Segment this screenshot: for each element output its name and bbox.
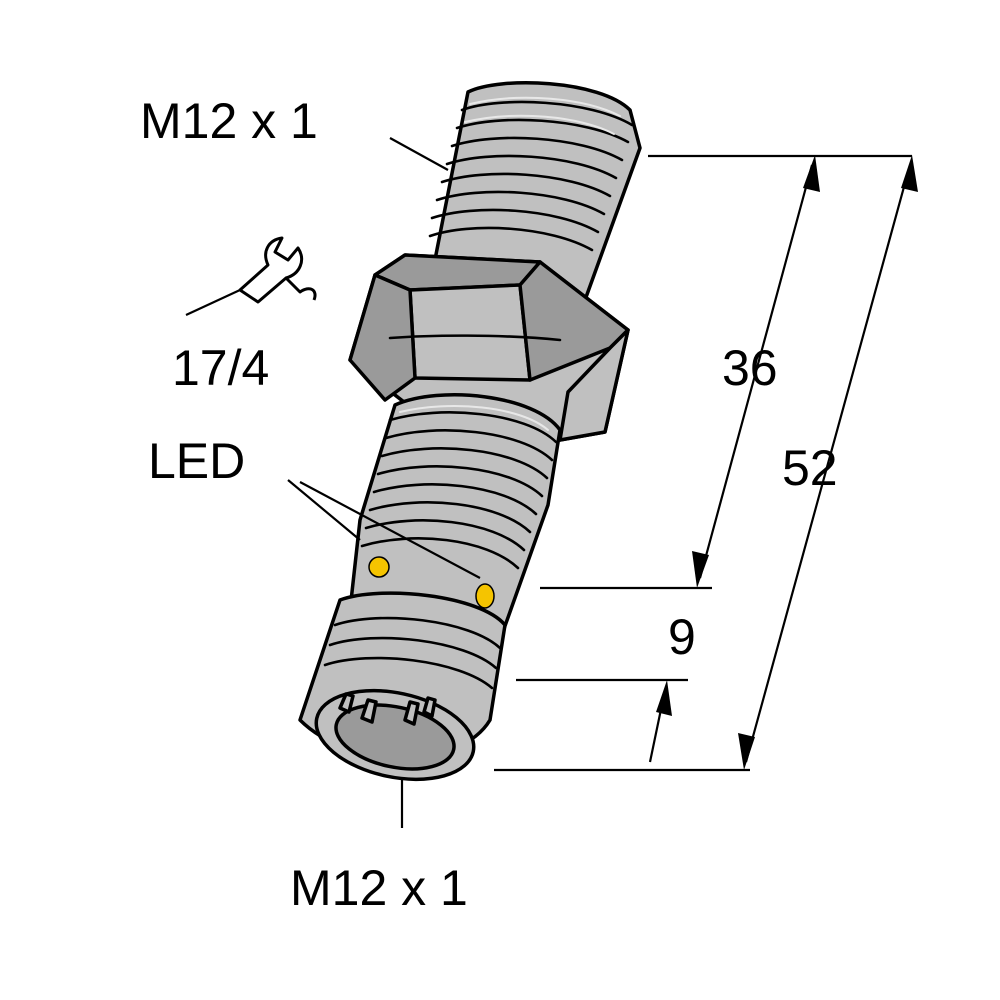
top-thread-label: M12 x 1 bbox=[140, 93, 318, 149]
led-indicator-left bbox=[368, 556, 390, 578]
bottom-thread-label: M12 x 1 bbox=[290, 860, 468, 916]
led-label: LED bbox=[148, 433, 245, 489]
hex-nut bbox=[348, 253, 630, 442]
upper-thread-barrel bbox=[428, 81, 642, 310]
connector-pins bbox=[338, 692, 437, 726]
dimension-36-label: 36 bbox=[722, 340, 778, 396]
connector bbox=[298, 591, 507, 782]
sensor-body bbox=[298, 81, 642, 782]
led-indicator-right bbox=[475, 583, 495, 609]
leader-lines bbox=[185, 137, 481, 828]
wrench-icon bbox=[238, 236, 317, 304]
dimension-52-label: 52 bbox=[782, 440, 838, 496]
dimension-9-label: 9 bbox=[668, 609, 696, 665]
wrench-size-label: 17/4 bbox=[172, 340, 269, 396]
dimension-lines bbox=[494, 154, 918, 772]
lower-thread-barrel bbox=[348, 393, 562, 646]
